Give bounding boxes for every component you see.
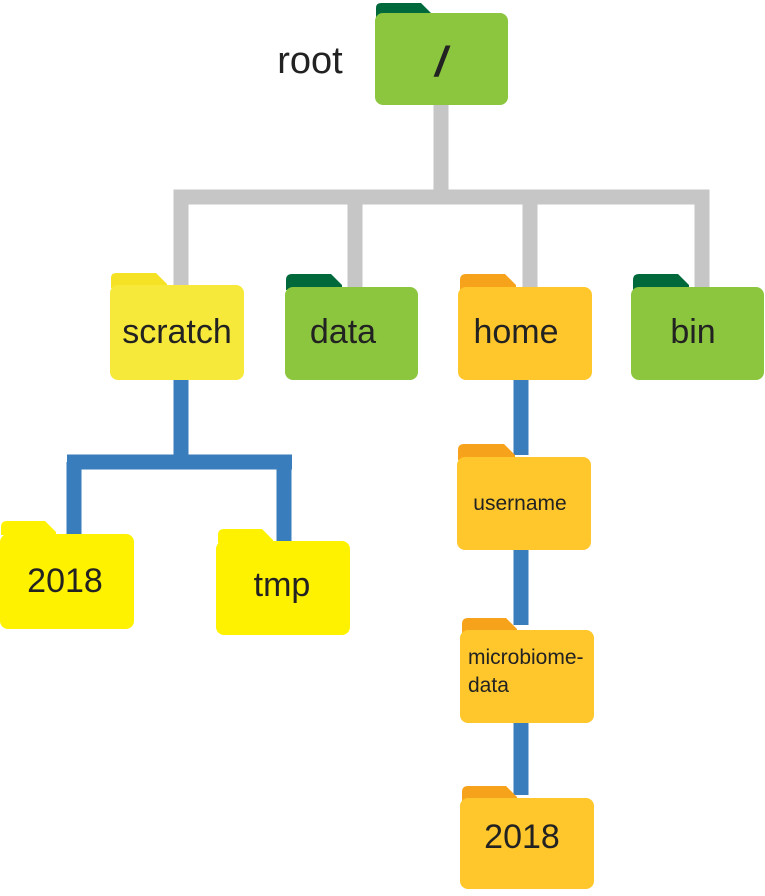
folder-home[interactable]: home <box>458 274 592 380</box>
folder-scratch-2018[interactable]: 2018 <box>0 521 134 629</box>
folder-tab <box>458 444 515 460</box>
folder-body <box>0 534 134 629</box>
folder-tab <box>111 273 167 288</box>
folder-label: bin <box>670 313 715 351</box>
folder-tab <box>462 618 517 633</box>
folder-username[interactable]: username <box>457 444 591 550</box>
folder-bin[interactable]: bin <box>631 274 764 380</box>
folder-body <box>285 287 418 380</box>
folder-tab <box>286 274 342 290</box>
root-label: root <box>277 40 343 82</box>
folder-label: home <box>473 313 558 351</box>
folder-label: 2018 <box>27 562 103 600</box>
folder-label: data <box>310 313 376 351</box>
folder-tmp[interactable]: tmp <box>216 529 350 635</box>
folder-scratch[interactable]: scratch <box>110 273 244 380</box>
folder-tab <box>633 274 689 290</box>
folder-label: / <box>433 38 451 85</box>
folder-body <box>457 457 591 550</box>
folder-body <box>460 630 594 723</box>
folder-body <box>375 13 508 105</box>
folder-tab <box>1 521 56 535</box>
folder-tab <box>460 274 516 290</box>
folder-label-line2: data <box>468 674 509 697</box>
folder-label-line1: microbiome- <box>468 646 584 669</box>
folder-data[interactable]: data <box>285 274 418 380</box>
gray-connectors <box>173 95 710 288</box>
folder-label: tmp <box>254 566 311 604</box>
blue-connectors <box>66 375 529 795</box>
folder-body <box>458 287 592 380</box>
folder-home-2018[interactable]: 2018 <box>460 786 594 889</box>
folder-tab <box>218 529 273 543</box>
folder-body <box>631 287 764 380</box>
folder-body <box>110 285 244 380</box>
folder-root[interactable]: / <box>375 3 508 105</box>
folder-body <box>216 541 350 635</box>
folder-tab <box>462 786 517 801</box>
folder-body <box>460 798 594 889</box>
folder-label: username <box>473 492 566 515</box>
folder-label: 2018 <box>484 818 560 856</box>
folder-microbiome-data[interactable]: microbiome- data <box>460 618 594 723</box>
folder-label: scratch <box>122 313 232 351</box>
